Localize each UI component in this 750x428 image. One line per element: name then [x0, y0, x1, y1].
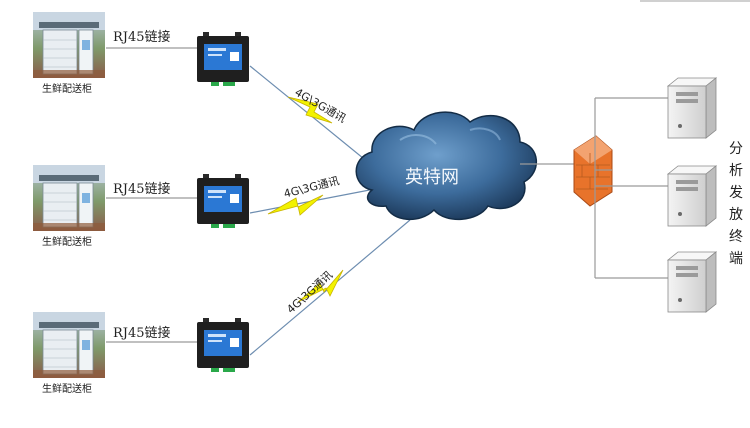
- gateway-device-icon: [197, 318, 249, 372]
- cloud-label: 英特网: [405, 167, 459, 188]
- kiosk-image: [33, 12, 105, 78]
- kiosk-image: [33, 165, 105, 231]
- lightning-bolts: [267, 96, 344, 303]
- kiosk-label: 生鲜配送柜: [42, 84, 92, 95]
- kiosk-label: 生鲜配送柜: [42, 384, 92, 395]
- kiosk-image: [33, 312, 105, 378]
- kiosk-label: 生鲜配送柜: [42, 237, 92, 248]
- server-icon: [666, 251, 718, 313]
- rj45-links: [106, 47, 197, 343]
- server-icon: [666, 165, 718, 227]
- rj45-label: RJ45链接: [113, 182, 171, 197]
- firewall-icon: [573, 135, 613, 207]
- server-icon: [666, 77, 718, 139]
- top-edge-line: [640, 0, 750, 2]
- lightning-icon: [287, 96, 333, 124]
- server-links: [594, 97, 668, 279]
- terminal-label: 分析发放终端: [729, 141, 743, 267]
- rj45-label: RJ45链接: [113, 326, 171, 341]
- lightning-icon: [297, 269, 344, 303]
- internet-cloud: 英特网: [355, 111, 538, 221]
- rj45-label: RJ45链接: [113, 30, 171, 45]
- lightning-icon: [267, 194, 324, 216]
- gateway-device-icon: [197, 174, 249, 228]
- gateway-device-icon: [197, 32, 249, 86]
